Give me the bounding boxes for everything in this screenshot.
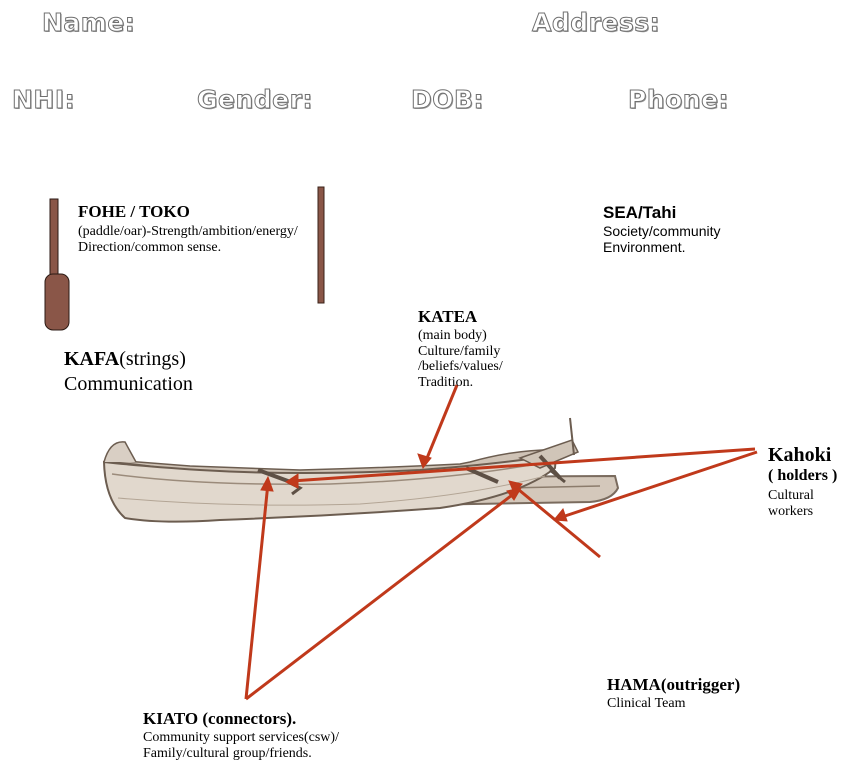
arrows-group (246, 385, 757, 699)
sea-desc-line1: Society/community (603, 224, 803, 240)
katea-desc-line3: /beliefs/values/ (418, 359, 558, 375)
kafa-title: KAFA (64, 348, 119, 370)
kiato-desc-line1: Community support services(csw)/ (143, 730, 463, 746)
sea-title: SEA/Tahi (603, 203, 803, 222)
kiato-desc-line2: Family/cultural group/friends. (143, 746, 463, 761)
kahoki-desc-line2: workers (768, 504, 864, 520)
sea-label-group: SEA/Tahi Society/community Environment. (603, 203, 803, 255)
hama-title: HAMA(outrigger) (607, 675, 847, 694)
kafa-title-suffix: (strings) (119, 348, 186, 370)
kahoki-label-group: Kahoki ( holders ) Cultural workers (768, 444, 864, 520)
kiato-label-group: KIATO (connectors). Community support se… (143, 709, 463, 761)
fohe-desc-line1: (paddle/oar)-Strength/ambition/energy/ (78, 224, 368, 240)
fohe-label-group: FOHE / TOKO (paddle/oar)-Strength/ambiti… (78, 202, 368, 255)
kahoki-title: Kahoki (768, 444, 864, 466)
katea-desc-line1: (main body) (418, 328, 558, 344)
katea-desc-line4: Tradition. (418, 375, 558, 391)
kahoki-subtitle: ( holders ) (768, 467, 864, 485)
fohe-desc-line2: Direction/common sense. (78, 240, 368, 256)
hama-label-group: HAMA(outrigger) Clinical Team (607, 675, 847, 712)
kahoki-desc-line1: Cultural (768, 488, 864, 504)
katea-title: KATEA (418, 307, 558, 326)
katea-label-group: KATEA (main body) Culture/family /belief… (418, 307, 558, 391)
kafa-title-line: KAFA(strings) (64, 348, 284, 370)
canoe-image (104, 418, 618, 522)
kafa-desc-line1: Communication (64, 373, 284, 395)
sea-desc-line2: Environment. (603, 240, 803, 256)
katea-desc-line2: Culture/family (418, 344, 558, 360)
kafa-label-group: KAFA(strings) Communication (64, 348, 284, 396)
paddle-icon (45, 199, 69, 330)
kiato-title: KIATO (connectors). (143, 709, 463, 728)
hama-desc-line1: Clinical Team (607, 696, 847, 712)
fohe-title: FOHE / TOKO (78, 202, 368, 221)
